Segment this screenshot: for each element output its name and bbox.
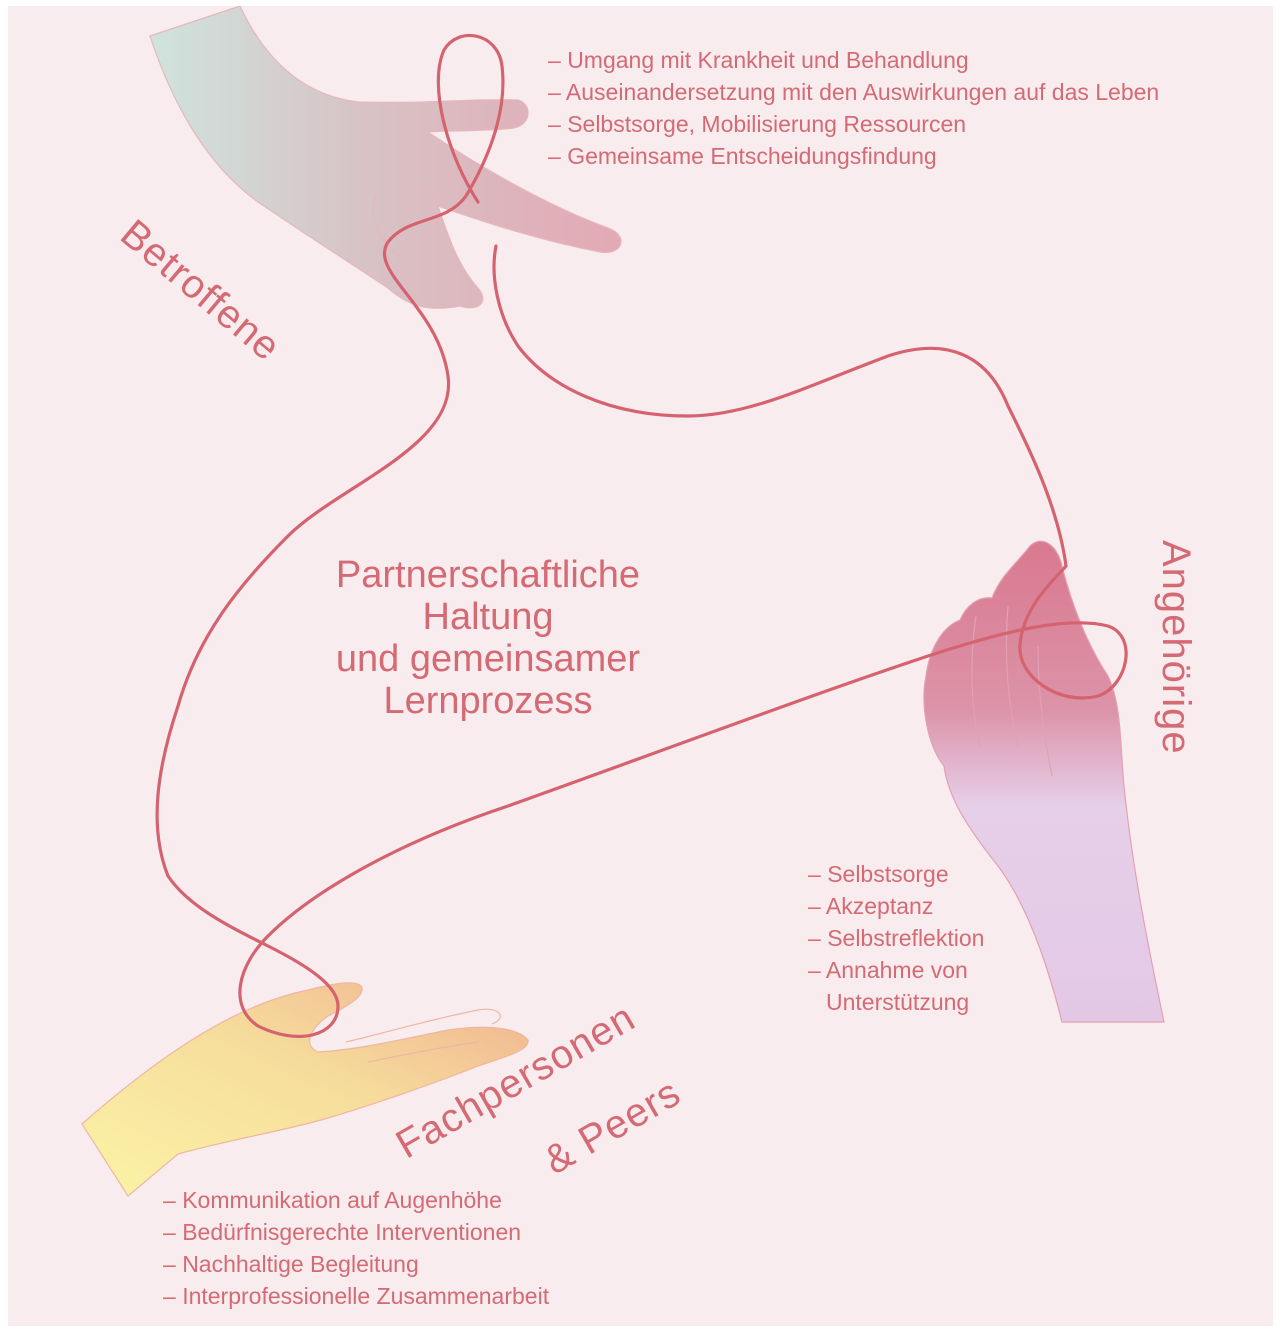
diagram-canvas: Betroffene Umgang mit Krankheit und Beha… [8,6,1273,1326]
list-item: Unterstützung [808,986,984,1018]
list-item: Selbstsorge [808,858,984,890]
label-angehoerige: Angehörige [1153,540,1198,755]
list-angehoerige: Selbstsorge Akzeptanz Selbstreflektion A… [808,858,984,1018]
list-item: Akzeptanz [808,890,984,922]
list-item: Annahme von [808,954,984,986]
center-line: Partnerschaftliche [268,554,708,596]
list-item: Nachhaltige Begleitung [163,1248,549,1280]
list-item: Interprofessionelle Zusammenarbeit [163,1280,549,1312]
list-item: Auseinandersetzung mit den Auswirkungen … [548,76,1159,108]
center-line: Lernprozess [268,680,708,722]
list-item: Selbstsorge, Mobilisierung Ressourcen [548,108,1159,140]
center-line: und gemeinsamer [268,638,708,680]
list-item: Gemeinsame Entscheidungsfindung [548,140,1159,172]
list-item: Kommunikation auf Augenhöhe [163,1184,549,1216]
list-item: Bedürfnisgerechte Interventionen [163,1216,549,1248]
list-betroffene: Umgang mit Krankheit und Behandlung Ause… [548,44,1159,172]
list-item: Selbstreflektion [808,922,984,954]
center-line: Haltung [268,596,708,638]
center-statement: Partnerschaftliche Haltung und gemeinsam… [268,554,708,722]
list-fachpersonen: Kommunikation auf Augenhöhe Bedürfnisger… [163,1184,549,1312]
list-item: Umgang mit Krankheit und Behandlung [548,44,1159,76]
